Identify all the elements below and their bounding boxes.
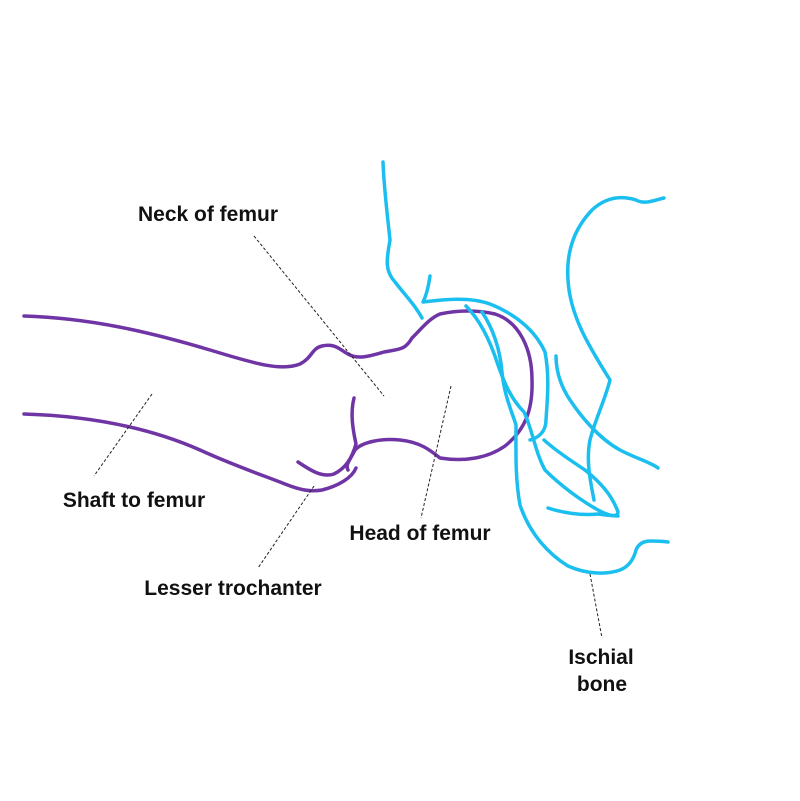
lesser-trochanter-outline: [296, 396, 358, 477]
leader-lines: [93, 235, 603, 639]
lesser-trochanter-label: Lesser trochanter: [144, 577, 321, 600]
acetabulum-roof: [421, 274, 550, 442]
femur-outline: [22, 309, 534, 493]
ischial-tuberosity: [542, 438, 620, 518]
ischial-leader-line: [589, 573, 603, 639]
acetabulum-posterior-wall: [464, 304, 620, 518]
pelvic-inlet-curve: [565, 196, 666, 502]
labels: Neck of femur Shaft to femur Head of fem…: [63, 203, 634, 696]
acetabulum-rim: [381, 160, 424, 320]
head-of-femur-label: Head of femur: [349, 522, 490, 545]
neck-leader-line: [253, 235, 385, 397]
ischial-bone-label-line1: Ischial: [568, 646, 633, 669]
femur-shaft-lower-edge: [22, 412, 358, 493]
pelvis-outline: [381, 160, 670, 575]
femur-shaft-upper-edge: [22, 309, 534, 472]
obturator-margin: [554, 354, 660, 470]
head-leader-line: [420, 385, 452, 519]
shaft-to-femur-label: Shaft to femur: [63, 489, 205, 512]
ischial-bone-label-line2: bone: [577, 673, 627, 696]
lesser-trochanter-leader-line: [257, 485, 315, 569]
shaft-leader-line: [93, 393, 153, 477]
neck-of-femur-label: Neck of femur: [138, 203, 278, 226]
ischial-outline: [480, 310, 670, 575]
